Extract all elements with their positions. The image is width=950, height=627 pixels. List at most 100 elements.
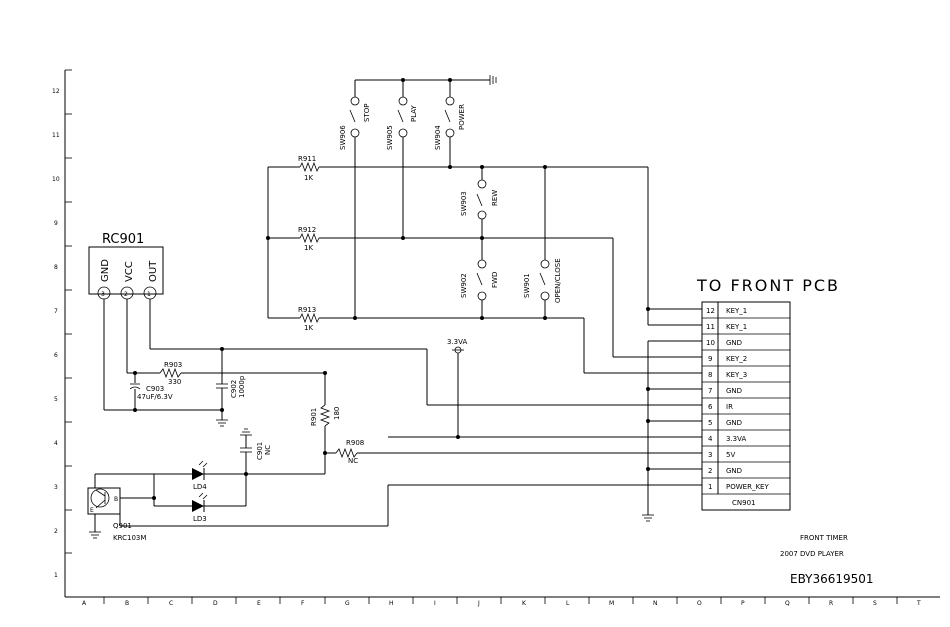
pin-number: 10 <box>706 339 715 347</box>
pin-name: KEY_2 <box>726 355 747 363</box>
col-label: M <box>609 600 614 607</box>
resistor-ref: R911 <box>298 155 316 163</box>
receiver-ref: RC901 <box>102 232 144 247</box>
resistor-value: 1K <box>304 324 313 332</box>
row-label: 4 <box>54 440 58 447</box>
col-label: F <box>301 600 305 607</box>
row-labels: 12 11 10 9 8 7 6 5 4 3 2 1 <box>52 88 60 579</box>
net-3v3va: 3.3VA <box>447 338 467 439</box>
switch-sw905: SW905 PLAY <box>386 80 418 238</box>
pin-name: GND <box>726 467 742 475</box>
row-label: 2 <box>54 528 58 535</box>
col-label: O <box>697 600 702 607</box>
receiver-pin-name: GND <box>100 259 111 282</box>
filter-components: R903 330 C903 47uF/6.3V C902 1000p <box>129 349 327 427</box>
pin-number: 9 <box>708 355 712 363</box>
switch-ref: SW903 <box>460 191 468 216</box>
switch-ref: SW902 <box>460 273 468 298</box>
capacitor-ref: C903 <box>146 385 164 393</box>
pin-name: KEY_1 <box>726 307 747 315</box>
row-label: 6 <box>54 352 58 359</box>
receiver-pin-number: 2 <box>124 291 128 298</box>
row-label: 9 <box>54 220 58 227</box>
switch-name: PLAY <box>410 104 418 122</box>
resistor-ladder: R911 1K R912 1K R913 1K <box>266 155 702 374</box>
switch-ref: SW905 <box>386 125 394 150</box>
resistor-ref: R903 <box>164 361 182 369</box>
switch-sw901: SW901 OPEN/CLOSE <box>523 167 562 318</box>
pin-name: POWER_KEY <box>726 483 769 491</box>
ground-icon <box>240 428 252 436</box>
led-icon <box>154 492 213 512</box>
title-line: 2007 DVD PLAYER <box>780 550 844 558</box>
ground-icon <box>489 75 497 85</box>
row-label: 11 <box>52 132 60 139</box>
pin-name: 3.3VA <box>726 435 746 443</box>
capacitor-ref: C902 <box>230 380 238 398</box>
pin-name: KEY_3 <box>726 371 747 379</box>
row-label: 10 <box>52 176 60 183</box>
led-icon <box>154 460 213 480</box>
transistor-pin: B <box>114 496 118 503</box>
switch-name: POWER <box>458 104 466 130</box>
switch-ref: SW904 <box>434 125 442 150</box>
row-label: 8 <box>54 264 58 271</box>
switch-name: FWD <box>491 272 499 288</box>
switch-name: REW <box>491 190 499 206</box>
col-label: C <box>169 600 173 607</box>
pin-number: 11 <box>706 323 715 331</box>
led-ref: LD3 <box>193 515 207 523</box>
pin-number: 12 <box>706 307 715 315</box>
resistor-value: 1K <box>304 174 313 182</box>
resistor-value: 180 <box>333 407 341 420</box>
pin-name: GND <box>726 419 742 427</box>
col-label: B <box>125 600 129 607</box>
col-label: N <box>653 600 658 607</box>
resistor-ref: R913 <box>298 306 316 314</box>
col-label: E <box>257 600 261 607</box>
row-label: 7 <box>54 308 58 315</box>
title-block: FRONT TIMER 2007 DVD PLAYER EBY36619501 <box>780 534 874 586</box>
pin-name: GND <box>726 387 742 395</box>
transistor-part: KRC103M <box>113 534 146 542</box>
col-label: T <box>916 600 921 607</box>
receiver-pin-name: OUT <box>148 260 159 282</box>
resistor-value: 1K <box>304 244 313 252</box>
ground-icon <box>89 531 101 539</box>
col-label: S <box>873 600 877 607</box>
led-driver: R901 180 R908 NC LD4 <box>120 373 364 523</box>
capacitor-ref: C901 <box>256 442 264 460</box>
pin-name: GND <box>726 339 742 347</box>
transistor-q901: B E Q901 KRC103M <box>87 473 389 542</box>
row-label: 1 <box>54 572 58 579</box>
row-label: 5 <box>54 396 58 403</box>
connector-cn901: TO FRONT PCB 12 KEY_1 11 KEY_1 10 GND 9 … <box>357 276 838 522</box>
switch-sw904: SW904 POWER <box>434 80 466 167</box>
col-label: D <box>213 600 218 607</box>
resistor-value: 330 <box>168 378 181 386</box>
switch-name: STOP <box>363 104 371 122</box>
pin-number: 6 <box>708 403 713 411</box>
ground-icon <box>642 514 654 522</box>
switch-name: OPEN/CLOSE <box>554 258 562 303</box>
pin-name: 5V <box>726 451 735 459</box>
capacitor-value: 47uF/6.3V <box>137 393 173 401</box>
col-label: R <box>829 600 833 607</box>
pin-number: 1 <box>708 483 712 491</box>
switch-sw902: SW902 FWD <box>460 238 499 318</box>
col-labels: A B C D E F G H I J K L M N O P Q R S T <box>82 600 921 607</box>
col-label: G <box>345 600 350 607</box>
switch-sw903: SW903 REW <box>460 167 499 238</box>
title-line: FRONT TIMER <box>800 534 848 542</box>
col-label: Q <box>785 600 790 607</box>
led-ref: LD4 <box>193 483 207 491</box>
row-label: 3 <box>54 484 58 491</box>
pin-number: 3 <box>708 451 712 459</box>
col-label: L <box>566 600 570 607</box>
switch-ref: SW906 <box>339 125 347 150</box>
pin-name: IR <box>726 403 733 411</box>
pin-number: 7 <box>708 387 712 395</box>
switch-bank: SW906 STOP SW905 PLAY SW904 POWER <box>339 75 649 318</box>
pin-number: 4 <box>708 435 713 443</box>
